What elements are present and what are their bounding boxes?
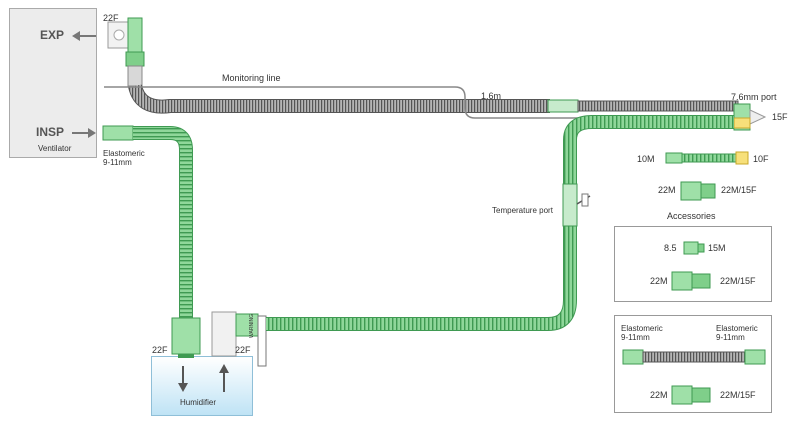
accessory-22m-22m15f-box2	[671, 385, 711, 405]
port-7-6-label: 7.6mm port	[731, 92, 777, 102]
insp-outlet-connector	[102, 125, 134, 141]
humidifier-down-arrow-icon	[178, 366, 188, 392]
elastomeric-left-label: Elastomeric 9-11mm	[103, 149, 145, 168]
inspiratory-limb-tube-2	[266, 115, 734, 331]
exp-connector	[107, 17, 145, 87]
length-label: 1.6m	[481, 91, 502, 101]
box2-22m-label: 22M	[650, 390, 668, 400]
exp-limb-connector	[547, 99, 579, 113]
box1-8-5-label: 8.5	[664, 243, 677, 253]
accessory-elastomeric-tube	[622, 349, 766, 365]
humidifier-unit	[151, 356, 253, 416]
ventilator-label: Ventilator	[38, 144, 72, 153]
humidifier-right-22f-label: 22F	[235, 345, 251, 355]
box2-elastomeric-right-label: Elastomeric 9-11mm	[716, 324, 758, 343]
port-15f-label: 15F	[772, 112, 788, 122]
exp-arrow-icon	[72, 31, 96, 41]
monitoring-line	[104, 86, 735, 119]
box1-22m-label: 22M	[650, 276, 668, 286]
humidifier-outlet-elbow	[211, 311, 267, 367]
humidifier-left-22f-label: 22F	[152, 345, 168, 355]
humidifier-up-arrow-icon	[219, 364, 229, 392]
humidifier-label: Humidifier	[180, 398, 217, 407]
exp-label: EXP	[40, 28, 65, 42]
exp-port-size-label: 22F	[103, 13, 119, 23]
accessory-10f-label: 10F	[753, 154, 769, 164]
water-trap-label: WARNING	[249, 314, 255, 338]
monitoring-line-label: Monitoring line	[222, 73, 281, 83]
accessory-top-22m15f-label: 22M/15F	[721, 185, 757, 195]
accessory-top-22m-label: 22M	[658, 185, 676, 195]
accessories-title: Accessories	[667, 211, 716, 221]
temperature-port-label: Temperature port	[492, 206, 553, 215]
accessory-10m-label: 10M	[637, 154, 655, 164]
box1-22m15f-label: 22M/15F	[720, 276, 756, 286]
exp-limb-end-tube	[577, 100, 739, 112]
accessory-adapter-10m-10f	[665, 151, 749, 165]
box2-elastomeric-left-label: Elastomeric 9-11mm	[621, 324, 663, 343]
y-piece	[733, 103, 767, 131]
accessory-22m-22m15f-top	[680, 181, 716, 201]
humidifier-inlet-connector	[171, 317, 201, 355]
insp-arrow-icon	[72, 128, 96, 138]
temperature-port	[562, 183, 591, 227]
insp-label: INSP	[36, 125, 65, 139]
box1-15m-label: 15M	[708, 243, 726, 253]
box2-22m15f-label: 22M/15F	[720, 390, 756, 400]
accessories-box-1	[614, 226, 772, 302]
accessory-22m-22m15f-box1	[671, 271, 711, 291]
accessory-8-5-15m	[683, 241, 705, 255]
